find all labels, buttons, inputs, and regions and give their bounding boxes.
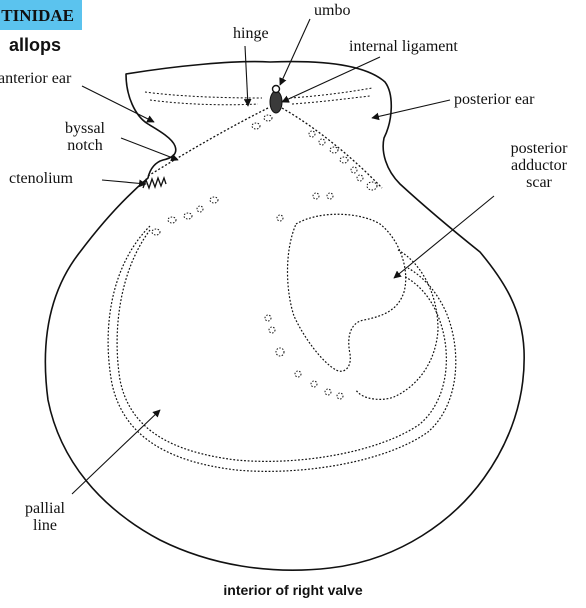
adductor-scar-outer [356, 250, 438, 399]
umbo-point [273, 86, 280, 93]
label-pallial-line: pallial line [10, 500, 80, 534]
label-byssal-notch-line1: byssal [52, 120, 118, 137]
arrow-pallial-line [72, 410, 160, 494]
adductor-scar [288, 214, 406, 371]
internal-ligament-shape [270, 91, 282, 113]
label-byssal-notch-line2: notch [52, 137, 118, 154]
label-posterior-adductor-scar: posterior adductor scar [494, 140, 584, 191]
label-hinge: hinge [233, 25, 269, 42]
label-posterior-adductor-line3: scar [494, 174, 584, 191]
label-umbo: umbo [314, 2, 350, 19]
label-anterior-ear: anterior ear [0, 70, 71, 87]
hinge-line-posterior [282, 108, 382, 188]
figure-caption: interior of right valve [0, 582, 586, 598]
label-ctenolium: ctenolium [9, 170, 73, 187]
label-pallial-line-line1: pallial [10, 500, 80, 517]
arrow-posterior-ear [372, 100, 450, 118]
label-posterior-adductor-line1: posterior [494, 140, 584, 157]
arrow-byssal-notch [121, 138, 178, 160]
pallial-line-inner [117, 230, 446, 461]
label-posterior-ear: posterior ear [454, 91, 534, 108]
muscle-scars [152, 115, 377, 399]
label-posterior-adductor-line2: adductor [494, 157, 584, 174]
hinge-line-anterior [148, 108, 268, 176]
label-pallial-line-line2: line [10, 517, 80, 534]
ear-ridge-anterior-2 [150, 100, 258, 105]
label-byssal-notch: byssal notch [52, 120, 118, 154]
arrow-umbo [280, 19, 310, 85]
label-internal-ligament: internal ligament [349, 38, 458, 55]
ear-ridge-anterior [145, 92, 262, 98]
arrow-posterior-adductor [394, 196, 494, 278]
arrow-hinge [245, 46, 248, 106]
ctenolium-teeth [143, 178, 166, 188]
arrow-anterior-ear [82, 86, 154, 122]
arrow-ctenolium [102, 180, 146, 184]
